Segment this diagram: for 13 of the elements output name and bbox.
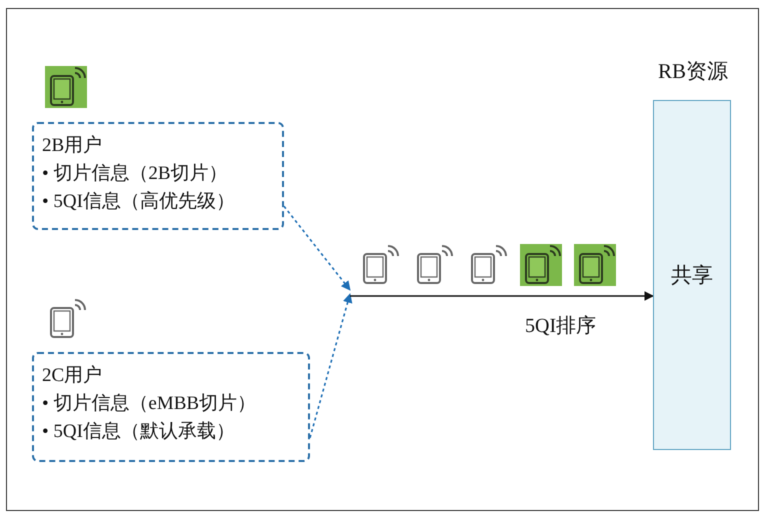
dashed-arrow	[283, 206, 351, 291]
column-title: RB资源	[656, 58, 729, 85]
arrow	[350, 291, 654, 301]
user-type-label: 2C用户	[42, 364, 104, 388]
dashed-box	[32, 122, 284, 230]
user-type-label: 2B用户	[42, 134, 104, 158]
bullet-item: • 5QI信息（默认承载）	[42, 420, 236, 444]
bullet-item: • 切片信息（eMBB切片）	[42, 392, 258, 416]
dashed-box	[32, 352, 310, 462]
bullet-item: • 切片信息（2B切片）	[42, 162, 229, 186]
bar-label: 共享	[670, 262, 714, 289]
dashed-arrow	[309, 293, 352, 438]
bullet-item: • 5QI信息（高优先级）	[42, 190, 236, 214]
